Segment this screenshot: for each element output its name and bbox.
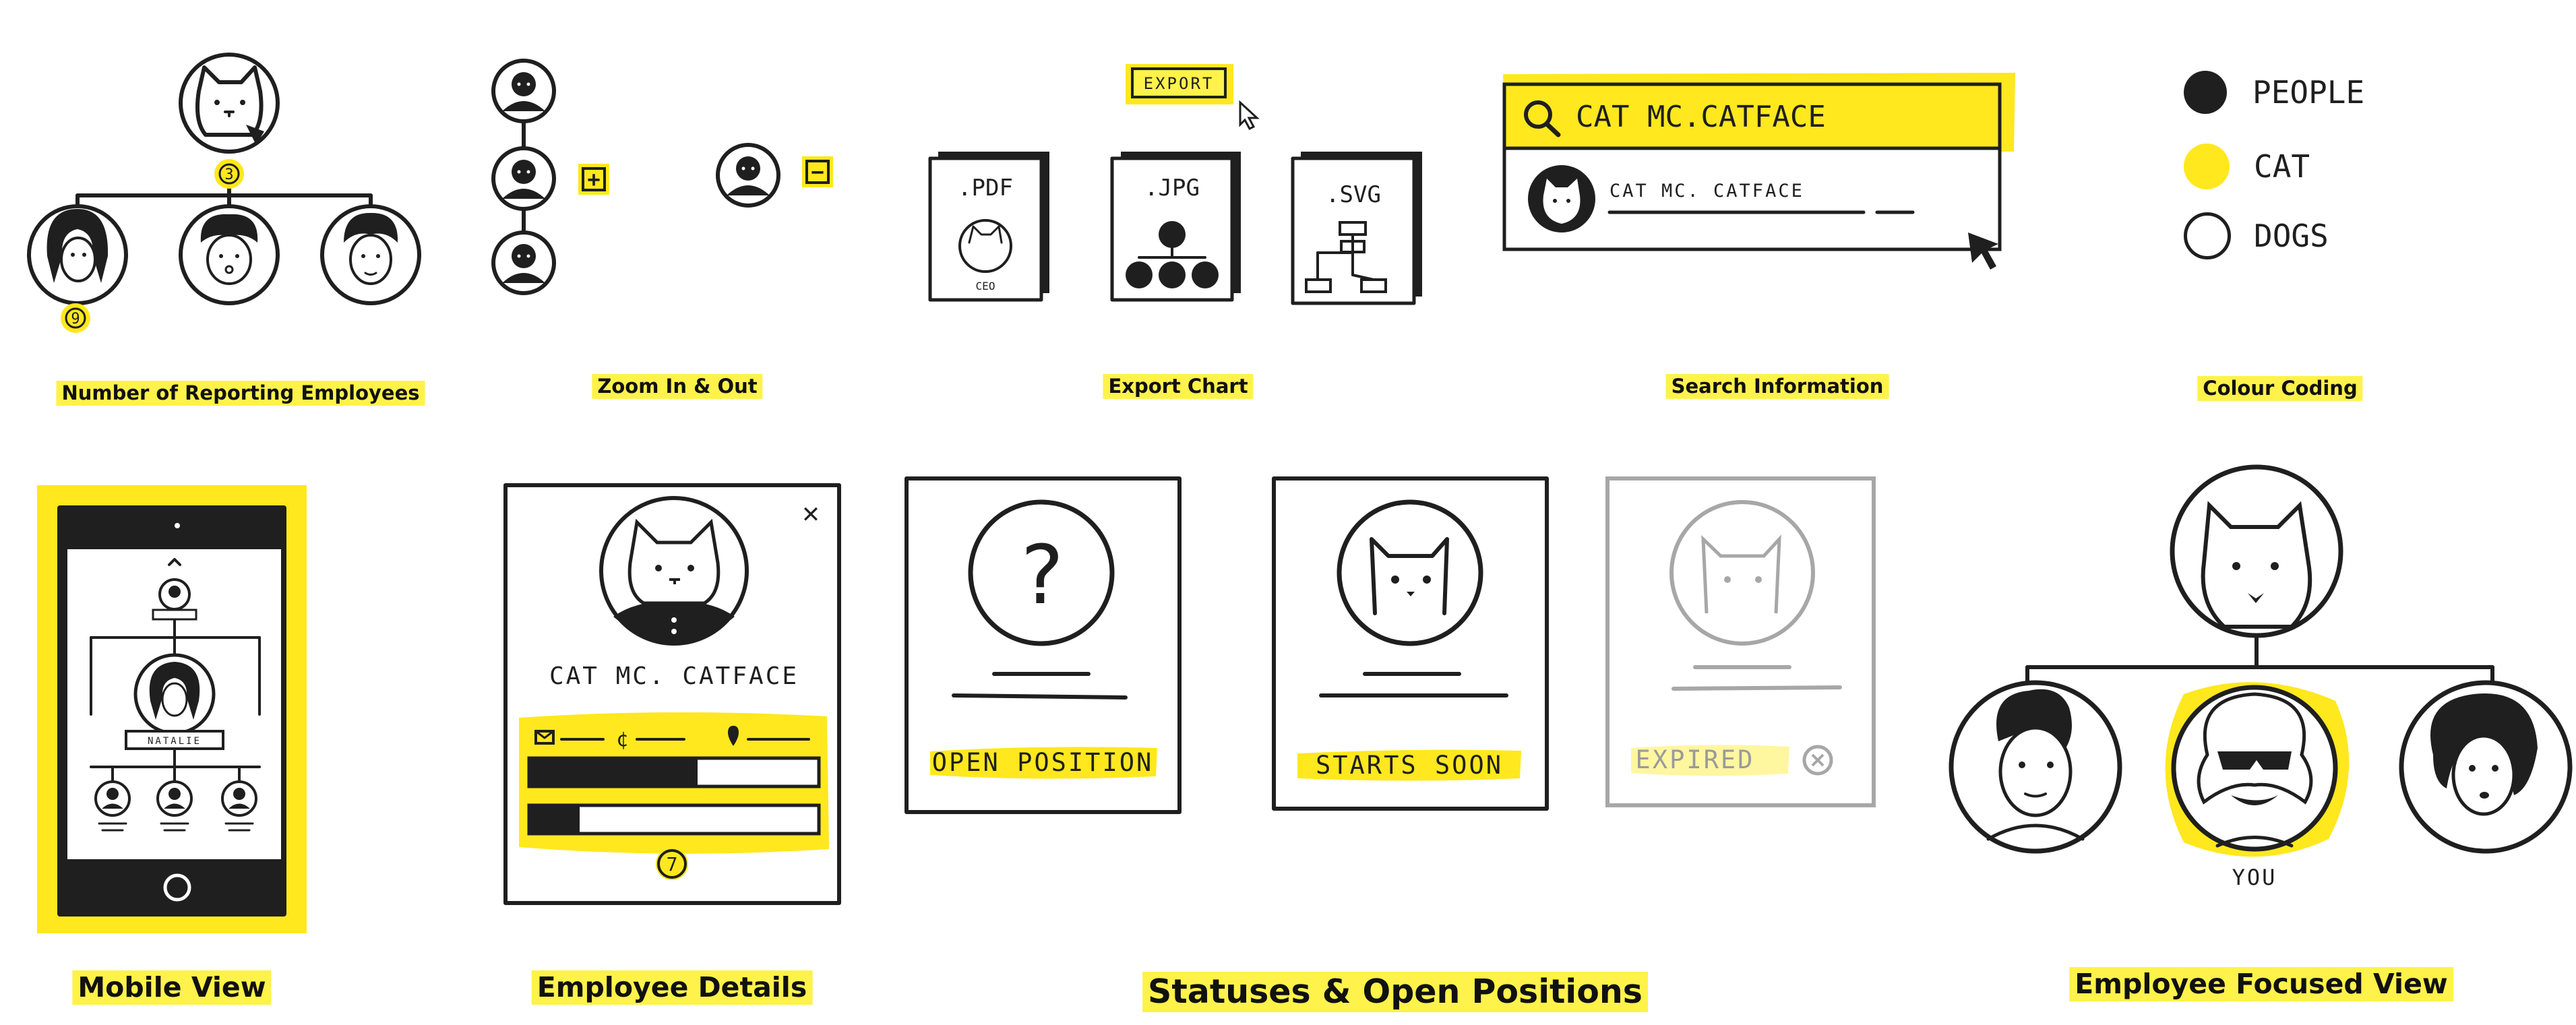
search-panel: CAT MC.CATFACE CAT MC. CATFACE xyxy=(1496,67,2022,283)
search-diagram: CAT MC.CATFACE CAT MC. CATFACE xyxy=(1502,73,2015,270)
people-swatch xyxy=(2184,71,2227,114)
format-label-pdf: .PDF xyxy=(958,175,1013,201)
status-card-expired[interactable]: EXPIRED xyxy=(1605,476,1876,807)
zoom-out-symbol: − xyxy=(811,159,824,185)
zoom-panel: + − xyxy=(472,47,849,317)
search-query[interactable]: CAT MC.CATFACE xyxy=(1576,100,1826,134)
zoom-node-bottom[interactable] xyxy=(491,230,556,295)
status-soon-label: STARTS SOON xyxy=(1316,751,1503,780)
status-card-soon[interactable]: STARTS SOON xyxy=(1272,476,1549,811)
mobile-report-3[interactable] xyxy=(221,780,257,832)
close-icon[interactable]: ✕ xyxy=(802,496,819,529)
pdf-card-caption: CEO xyxy=(976,280,995,292)
mail-icon xyxy=(534,730,555,745)
legend-label-cat: CAT xyxy=(2254,148,2310,185)
export-format-jpg[interactable]: .JPG xyxy=(1110,152,1241,302)
zoom-node-middle[interactable] xyxy=(491,146,556,211)
zoom-single-node[interactable] xyxy=(716,143,780,208)
format-label-svg: .SVG xyxy=(1326,181,1381,208)
employee-reports-badge: 9 xyxy=(61,303,90,333)
expired-clock-icon xyxy=(1802,745,1833,776)
manager-reports-badge: 3 xyxy=(214,159,244,189)
export-format-pdf[interactable]: .PDF CEO xyxy=(928,152,1049,302)
mobile-panel: NATALIE xyxy=(37,485,313,937)
employee-details-card: ✕ CAT MC. CATFACE ¢ xyxy=(503,483,841,905)
status-open-label: OPEN POSITION xyxy=(932,748,1154,777)
legend-item-dogs: DOGS xyxy=(2184,212,2329,259)
focused-employee-you[interactable] xyxy=(2165,682,2350,857)
employee-avatar-2[interactable] xyxy=(179,204,280,305)
mobile-report-1[interactable] xyxy=(94,780,131,832)
caption-zoom: Zoom In & Out xyxy=(592,374,763,400)
question-mark: ? xyxy=(1017,529,1066,623)
cursor-icon xyxy=(1239,100,1260,130)
details-name: CAT MC. CATFACE xyxy=(549,662,799,690)
cursor-icon xyxy=(1968,232,1998,270)
employee-badge-count: 9 xyxy=(71,311,80,328)
statuses-diagram: ? OPEN POSITION STARTS SOON xyxy=(904,476,1876,814)
employee-avatar-1[interactable] xyxy=(27,204,128,305)
zoom-out-button[interactable]: − xyxy=(802,156,833,187)
caption-export: Export Chart xyxy=(1103,374,1254,400)
mobile-manager-node[interactable] xyxy=(152,578,197,621)
colour-legend: PEOPLE CAT DOGS xyxy=(2184,64,2413,280)
manager-cat-avatar[interactable] xyxy=(179,53,280,154)
caption-search: Search Information xyxy=(1665,374,1889,400)
export-panel: EXPORT .PDF CEO .JPG .SVG xyxy=(923,61,1436,317)
result-cat-avatar xyxy=(1528,165,1595,232)
mobile-report-2[interactable] xyxy=(156,780,193,832)
location-icon xyxy=(728,726,739,746)
employee-details-panel: ✕ CAT MC. CATFACE ¢ xyxy=(502,482,846,906)
caption-details: Employee Details xyxy=(531,970,813,1005)
focused-view-panel: YOU xyxy=(1941,464,2575,896)
zoom-in-button[interactable]: + xyxy=(578,164,609,195)
manager-badge-count: 3 xyxy=(224,166,233,183)
statuses-panel: ? OPEN POSITION STARTS SOON xyxy=(900,472,1884,822)
mobile-natalie-node[interactable]: NATALIE xyxy=(125,653,224,750)
export-button-label: EXPORT xyxy=(1144,74,1215,93)
employee-avatar-3[interactable] xyxy=(320,204,421,305)
export-diagram: EXPORT .PDF CEO .JPG .SVG xyxy=(928,64,1422,305)
focused-view-diagram: YOU xyxy=(1949,464,2573,890)
caption-mobile: Mobile View xyxy=(72,970,272,1005)
details-progress-1 xyxy=(527,756,821,788)
focused-employee-left[interactable] xyxy=(1949,680,2122,854)
status-card-open[interactable]: ? OPEN POSITION xyxy=(904,476,1182,814)
legend-item-cat: CAT xyxy=(2184,144,2310,189)
reporting-org-chart: 3 9 xyxy=(27,53,421,333)
details-reports-badge: 7 xyxy=(656,848,688,880)
format-label-jpg: .JPG xyxy=(1144,175,1200,201)
reporting-employees-panel: 3 9 xyxy=(13,40,445,350)
search-result-name: CAT MC. CATFACE xyxy=(1609,181,1804,201)
legend-label-dogs: DOGS xyxy=(2254,218,2329,254)
phone-icon: ¢ xyxy=(616,728,628,751)
details-badge-count: 7 xyxy=(667,853,678,875)
cat-swatch xyxy=(2184,144,2230,189)
mobile-phone-illustration: NATALIE xyxy=(37,485,307,933)
details-progress-2 xyxy=(527,803,821,836)
mobile-name-tag: NATALIE xyxy=(148,736,202,747)
legend-item-people: PEOPLE xyxy=(2184,71,2364,114)
details-cat-avatar xyxy=(599,496,749,646)
zoom-node-top[interactable] xyxy=(491,59,556,123)
focused-manager-cat[interactable] xyxy=(2170,464,2343,638)
export-format-svg[interactable]: .SVG xyxy=(1291,152,1422,305)
dogs-swatch xyxy=(2184,212,2231,259)
focused-employee-right[interactable] xyxy=(2399,680,2573,854)
home-button[interactable] xyxy=(163,873,191,902)
caption-focused: Employee Focused View xyxy=(2069,967,2453,1002)
zoom-diagram: + − xyxy=(491,59,833,295)
caption-colour: Colour Coding xyxy=(2197,376,2363,402)
zoom-in-symbol: + xyxy=(587,166,600,192)
status-expired-label: EXPIRED xyxy=(1636,745,1755,774)
caption-reporting: Number of Reporting Employees xyxy=(56,381,425,406)
search-icon xyxy=(1524,100,1561,137)
caption-statuses: Statuses & Open Positions xyxy=(1142,972,1648,1013)
export-button[interactable]: EXPORT xyxy=(1126,64,1233,104)
you-label: YOU xyxy=(2232,865,2277,890)
legend-label-people: PEOPLE xyxy=(2252,74,2365,111)
